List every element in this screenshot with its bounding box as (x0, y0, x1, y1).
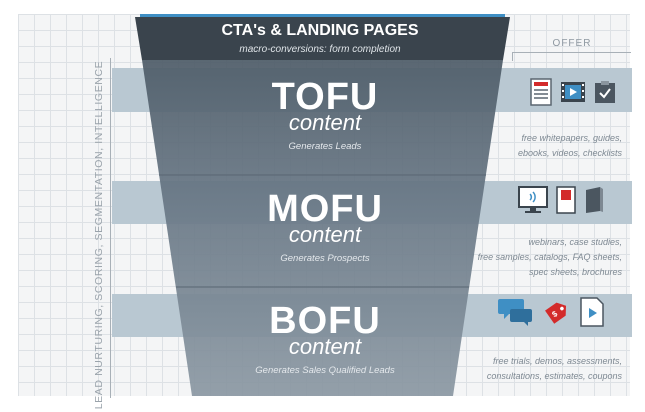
bofu-title: BOFU (269, 300, 381, 342)
mofu-content-label: content (288, 222, 362, 247)
price-tag-icon: $ (545, 302, 567, 324)
mofu-offer-text: webinars, case studies, free samples, ca… (477, 237, 622, 277)
case-study-book-icon (556, 186, 576, 214)
catalog-book-icon (586, 187, 603, 213)
bofu-content-label: content (288, 334, 362, 359)
demo-play-icon (580, 297, 604, 327)
cta-top-strip (140, 14, 505, 17)
tofu-icons (530, 78, 616, 106)
chat-bubbles-icon (498, 299, 532, 326)
tofu-description: Generates Leads (288, 141, 362, 152)
cta-header-block (135, 17, 510, 60)
svg-text:$: $ (550, 309, 559, 319)
checklist-icon (595, 81, 615, 103)
funnel-body (142, 60, 503, 396)
tofu-offer-text: free whitepapers, guides, ebooks, videos… (517, 133, 622, 158)
bofu-description: Generates Sales Qualified Leads (255, 365, 395, 376)
video-icon (561, 82, 585, 102)
cta-subtitle: macro-conversions: form completion (239, 44, 401, 55)
webinar-monitor-icon (518, 186, 548, 213)
offer-bracket (512, 52, 631, 61)
tofu-title: TOFU (271, 76, 379, 118)
bofu-offer-text: free trials, demos, assessments, consult… (486, 356, 622, 381)
mofu-icons (518, 186, 604, 214)
bofu-icons: $ (498, 296, 604, 328)
side-bracket-line (110, 58, 111, 398)
tofu-content-label: content (288, 110, 362, 135)
offer-header: OFFER (552, 38, 592, 49)
document-icon (530, 78, 552, 106)
mofu-title: MOFU (267, 188, 383, 230)
cta-title: CTA's & LANDING PAGES (221, 22, 419, 39)
mofu-description: Generates Prospects (280, 253, 370, 264)
